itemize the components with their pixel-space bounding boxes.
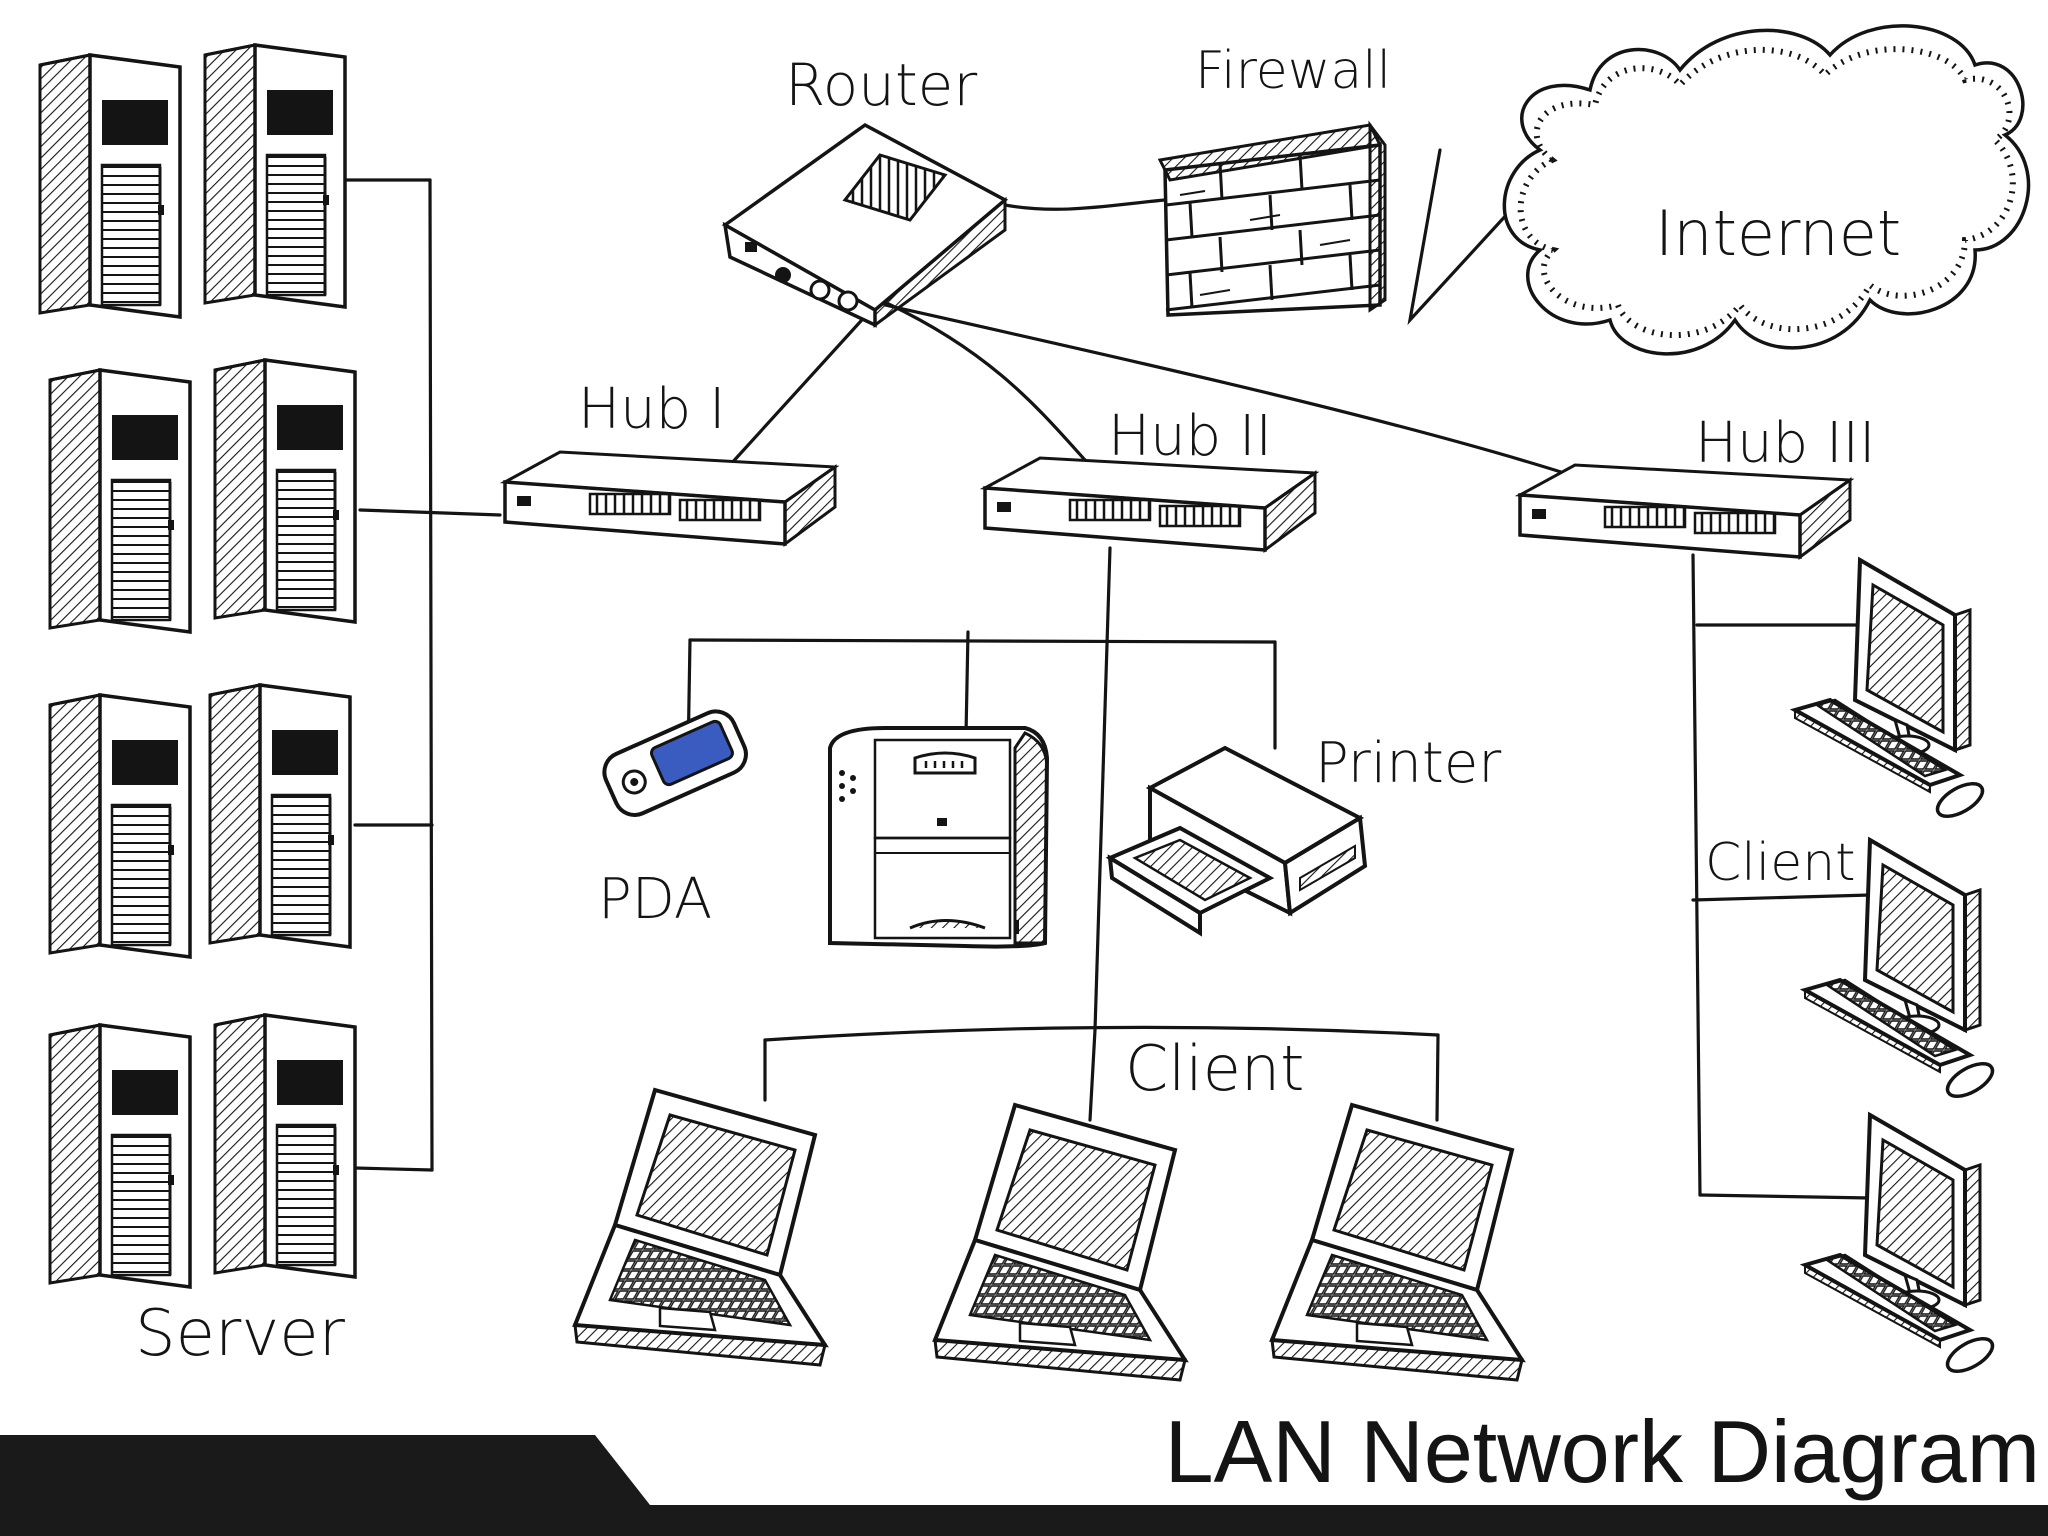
desktop-computer-icon [1793,558,1990,825]
router-label: Router [785,51,977,119]
server-tower-icon [48,368,192,634]
network-hub-icon [503,450,837,546]
server-rack-group [38,43,357,1289]
server-link-2 [358,508,502,517]
client-laptops-label: Client [1125,1032,1305,1105]
laptop-bus-line [763,1025,1440,1042]
router-hub1-line [728,298,882,467]
server-tower-icon [213,358,357,624]
laptop-icon [933,1103,1187,1382]
pda-icon [602,709,748,817]
server-tower-icon [48,693,192,959]
network-hub-icon [1518,463,1852,559]
cable-lines [343,148,1872,1200]
desktop-link-3 [1698,1193,1872,1200]
server-tower-icon [213,1013,357,1279]
server-link-4 [353,1166,434,1172]
router-hub3-line [883,303,1582,480]
laser-printer-icon [828,726,1050,949]
internet-label: Internet [1655,197,1901,270]
client-desktops-label: Client [1705,833,1856,893]
laptop-drop-3 [1435,1033,1440,1122]
router-hub2-line [878,298,1087,462]
firewall-label: Firewall [1195,41,1391,101]
firewall-internet-bolt [1407,148,1522,326]
desktop-computer-icon [1803,1113,2000,1380]
desktop-link-2 [1691,893,1872,902]
hub2-label: Hub II [1108,404,1272,469]
title-bar-band [0,1435,2048,1536]
server-tower-icon [38,53,182,319]
router-firewall-line [1003,198,1167,211]
server-tower-icon [48,1023,192,1289]
server-label: Server [135,1297,346,1371]
network-hub-icon [983,456,1317,552]
printer-label: Printer [1315,731,1501,796]
laptop-icon [573,1088,827,1367]
hub2-drop-line [1088,546,1112,1122]
hub3-drop-line [1691,553,1702,1197]
diagram-labels: Router Firewall Internet Hub I Hub II Hu… [135,41,1901,1371]
router-icon [721,122,1009,328]
server-tower-icon [203,43,347,309]
cloud-icon [1502,24,2031,356]
title-bar: LAN Network Diagram [0,1402,2048,1536]
pda-label: PDA [598,867,712,932]
laser-printer-drop [964,630,970,737]
page-title: LAN Network Diagram [1165,1402,2040,1501]
brick-wall-icon [1157,120,1387,317]
peripheral-bus-line [688,638,1277,644]
server-backbone-line [428,178,434,1172]
laptop-icon [1270,1103,1524,1382]
server-tower-icon [208,683,352,949]
hub1-label: Hub I [578,377,725,442]
inkjet-printer-icon [1105,745,1368,937]
hub3-label: Hub III [1695,411,1876,476]
